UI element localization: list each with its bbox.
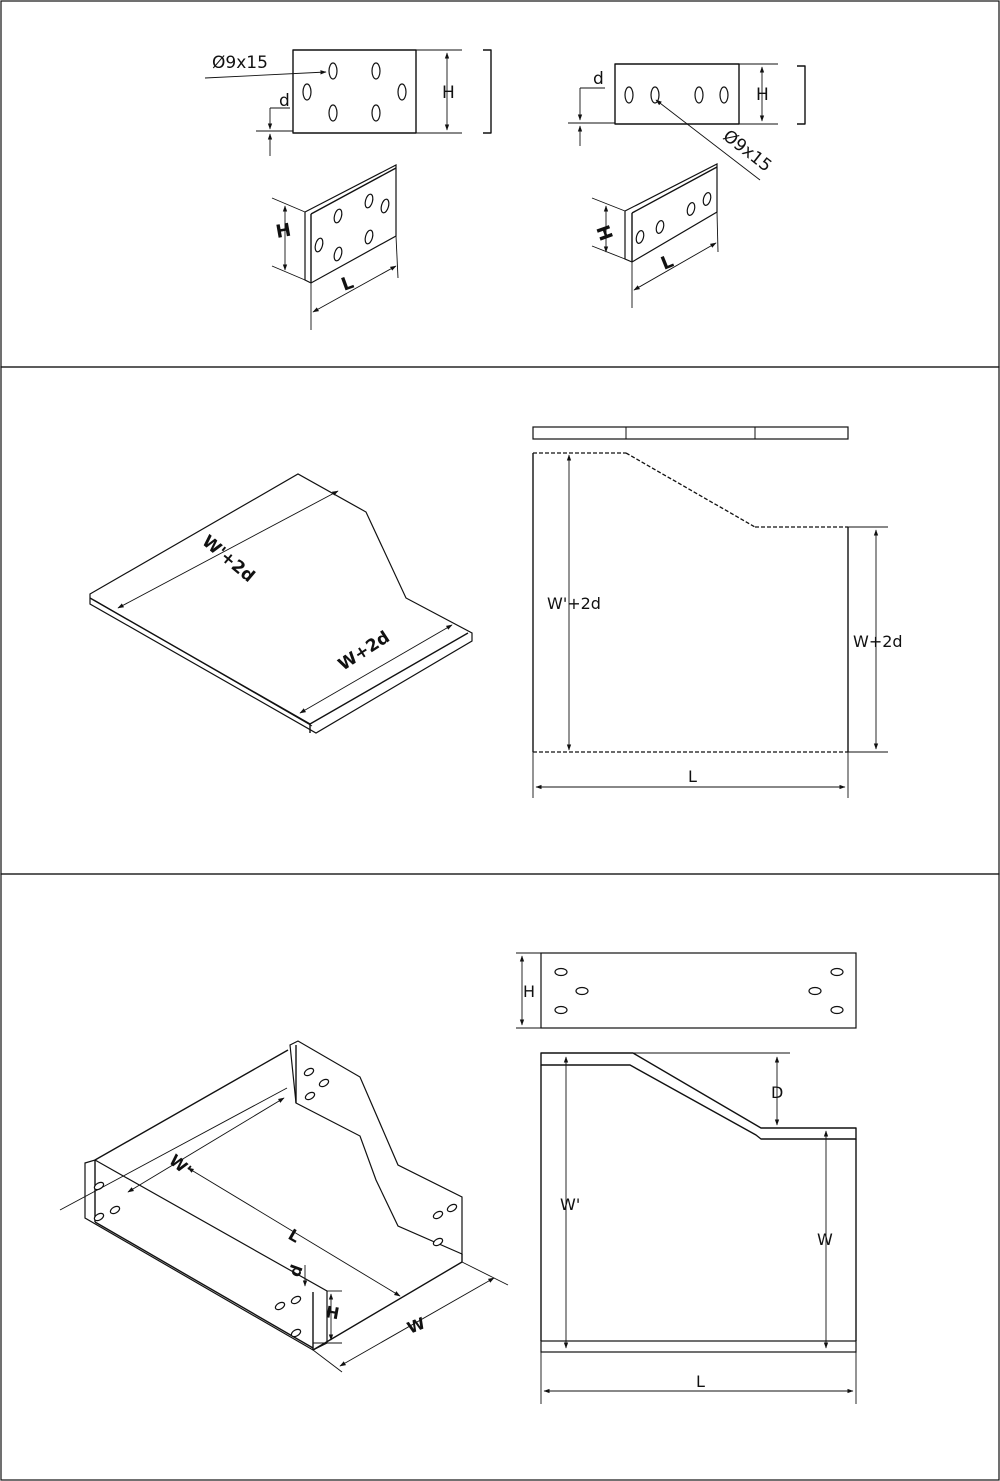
plate-slots xyxy=(624,86,729,104)
plate-slots xyxy=(302,62,407,122)
l-label: L xyxy=(339,272,357,296)
h-label: H xyxy=(591,223,616,244)
wide-width-label: W'+2d xyxy=(547,594,601,613)
h-label: H xyxy=(756,85,769,105)
plate-slots xyxy=(314,193,390,262)
offset-label: D xyxy=(771,1083,783,1102)
d-label: d xyxy=(593,69,604,89)
plate-slots xyxy=(635,192,712,244)
side-slots xyxy=(554,967,844,1015)
reducer-tray-side-view: H xyxy=(516,952,857,1029)
wide-width-label: W' xyxy=(560,1195,580,1214)
panel-3-frame xyxy=(0,873,1000,1481)
end-slots-right xyxy=(303,1067,458,1247)
h-label: H xyxy=(523,982,535,1001)
panel-1-frame xyxy=(0,0,1000,368)
length-label: L xyxy=(688,767,697,786)
reducer-tray-isometric: W' L W H d xyxy=(59,1040,509,1373)
d-label: d xyxy=(279,91,290,111)
reducer-tray-plan-view: W' D W L xyxy=(540,1052,857,1404)
splice-plate-isometric-right: H L xyxy=(591,163,719,308)
narrow-width-label: W xyxy=(817,1230,833,1249)
l-label: L xyxy=(658,251,677,275)
reducer-cover-plan-view: W'+2d W+2d L xyxy=(532,452,903,798)
hole-size-label: Ø9x15 xyxy=(719,126,775,176)
cover-edge-view xyxy=(532,426,849,440)
splice-plate-front-view-right: d H Ø9x15 xyxy=(568,63,806,181)
splice-plate-isometric-left: H L xyxy=(271,164,399,330)
narrow-width-label: W xyxy=(404,1313,428,1337)
h-label: H xyxy=(442,83,455,103)
h-label: H xyxy=(274,220,292,243)
hole-size-label: Ø9x15 xyxy=(212,53,268,73)
reducer-cover-isometric: W'+2d W+2d xyxy=(89,473,473,734)
h-label: H xyxy=(324,1302,340,1323)
end-slots-left xyxy=(93,1181,302,1338)
splice-plate-front-view-left: Ø9x15 d H xyxy=(204,49,492,156)
length-label: L xyxy=(696,1372,705,1391)
narrow-width-label: W+2d xyxy=(853,632,903,651)
